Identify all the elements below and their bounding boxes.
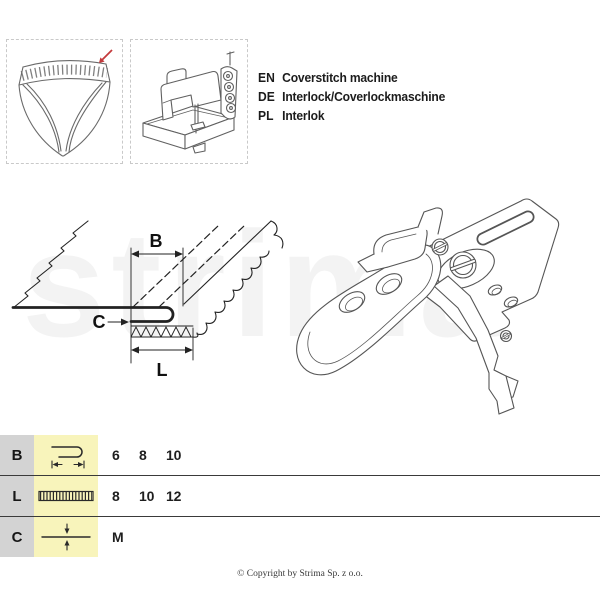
spec-values: 8 10 12 [112,476,193,516]
support-arm [433,275,519,415]
sewing-machine-drawing-icon [142,50,238,154]
language-code: DE [258,89,275,104]
thumbnail-machine[interactable] [130,39,248,164]
thumbnail-garment[interactable] [6,39,123,164]
spec-value: 10 [166,447,182,463]
clip-screw-icon [431,238,449,256]
hem-fold-diagram: B C L [11,220,284,380]
language-code: PL [258,108,274,123]
fabric-clip [357,207,443,273]
language-label: Interlock/Coverlockmaschine [282,89,446,104]
dimension-label-l: L [157,360,168,380]
language-row-pl: PL Interlok [258,106,445,125]
spec-values: M [112,517,139,557]
spec-row-b: B 6 8 10 [0,435,600,476]
dimension-label-c: C [93,312,106,332]
language-label: Interlok [282,108,325,123]
spec-value: 10 [139,488,155,504]
spec-row-c: C M [0,517,600,557]
language-row-en: EN Coverstitch machine [258,68,445,87]
spec-values: 6 8 10 [112,435,193,475]
binder-attachment-drawing [296,198,560,415]
adjustment-screw-icon [449,251,477,279]
spec-value: 6 [112,447,120,463]
spec-key-b: B [0,435,34,475]
spec-key-c: C [0,517,34,557]
dimension-label-b: B [150,231,163,251]
spec-table: B 6 8 10 [0,435,600,557]
language-label: Coverstitch machine [282,70,398,85]
spec-value: 12 [166,488,182,504]
stitch-coverage-icon [38,490,94,502]
hem-fold-width-icon [51,446,85,469]
spec-key-l: L [0,476,34,516]
language-row-de: DE Interlock/Coverlockmaschine [258,87,445,106]
language-list: EN Coverstitch machine DE Interlock/Coverl… [258,68,445,125]
spec-value: 8 [112,488,120,504]
spec-value: 8 [139,447,147,463]
copyright-footer: © Copyright by Strima Sp. z o.o. [237,569,363,579]
spec-row-l: L 8 10 12 [0,476,600,517]
underwear-drawing-icon [18,48,113,157]
plate-holes [487,284,519,308]
language-code: EN [258,70,275,85]
red-arrow-icon [99,48,113,63]
spec-value: M [112,529,124,545]
material-thickness-icon [41,523,91,551]
